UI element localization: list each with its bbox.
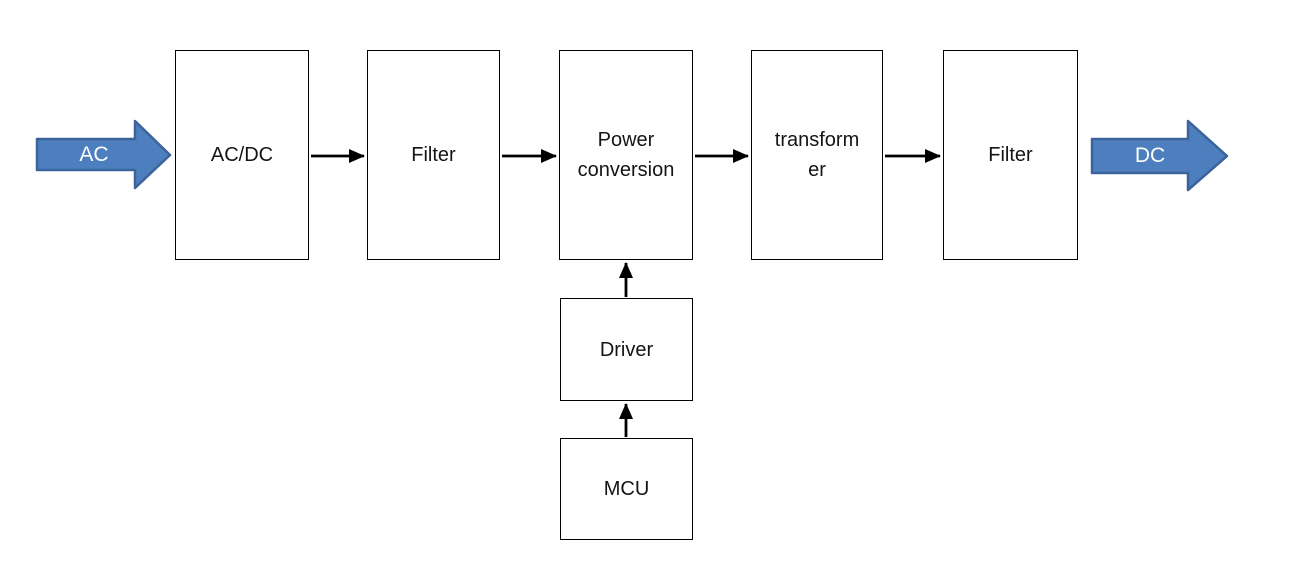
block-mcu-label: MCU <box>603 478 650 500</box>
block-driver-label: Driver <box>599 338 654 361</box>
block-acdc: AC/DC <box>175 50 309 260</box>
block-filter-output: Filter <box>943 50 1078 260</box>
block-acdc-label: AC/DC <box>210 144 274 166</box>
ac-input-label: AC <box>79 143 109 166</box>
dc-output-block-arrow-icon <box>1090 119 1229 192</box>
block-filter-output-label: Filter <box>988 144 1033 166</box>
block-filter-input-label: Filter <box>411 144 456 166</box>
block-filter-input: Filter <box>367 50 500 260</box>
block-driver: Driver <box>560 298 693 401</box>
block-mcu: MCU <box>560 438 693 540</box>
dc-output-label: DC <box>1134 144 1166 167</box>
ac-input-block-arrow-icon <box>35 119 172 190</box>
